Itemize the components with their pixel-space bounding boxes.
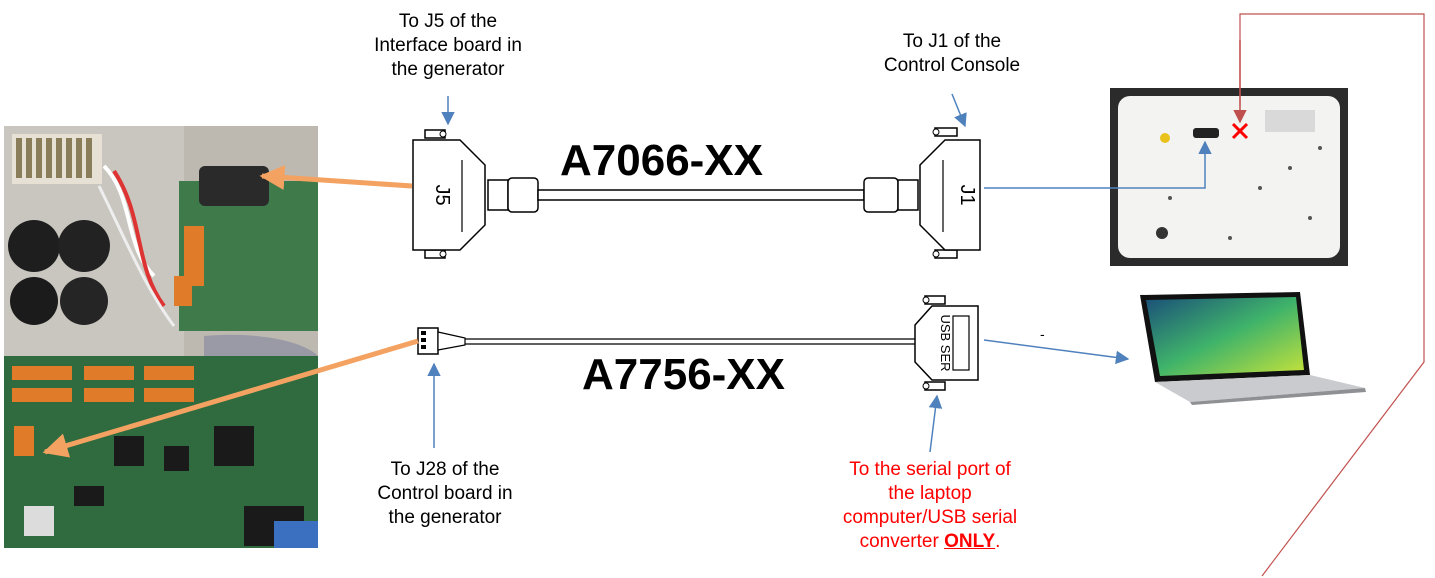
- a7756-cable: [417, 327, 915, 355]
- serial-target-label: To the serial port of the laptop compute…: [795, 458, 1065, 554]
- control-console-illustration: [1110, 88, 1348, 266]
- usb-ser-connector: [914, 295, 979, 391]
- generator-board-photo: [4, 126, 318, 548]
- generator-board-illustration: [4, 126, 318, 548]
- j5-target-label: To J5 of the Interface board in the gene…: [374, 11, 522, 80]
- control-console-photo: [1110, 88, 1348, 266]
- blue-arrow-j1-label: [951, 93, 967, 128]
- a7066-cable: [487, 177, 919, 213]
- j1-target-label: To J1 of the Control Console: [883, 31, 1021, 76]
- orange-arrow-j5: [259, 165, 413, 190]
- j1-connector: [919, 127, 981, 259]
- blue-arrow-laptop: [983, 339, 1130, 365]
- a7066-part-number: A7066-XX: [560, 136, 764, 185]
- only-emphasis: ONLY: [944, 531, 996, 552]
- a7756-part-number: A7756-XX: [582, 350, 786, 399]
- red-line-not-connected: [1239, 13, 1425, 577]
- blue-arrow-console-port: [984, 140, 1212, 189]
- serial-target-last-line: converter ONLY.: [859, 531, 1001, 552]
- red-x-mark: [1231, 122, 1249, 140]
- j5-connector: [412, 129, 486, 259]
- blue-arrow-serial-label: [928, 394, 943, 453]
- laptop-illustration: [1140, 292, 1366, 405]
- j5-connector-label: J5: [431, 184, 453, 205]
- orange-arrow-j28: [42, 338, 419, 458]
- laptop-picture: [1130, 290, 1370, 405]
- j28-target-label: To J28 of the Control board in the gener…: [377, 459, 513, 528]
- usb-ser-connector-label: USB SER: [938, 314, 953, 371]
- stray-dash: -: [1040, 326, 1045, 342]
- j1-connector-label: J1: [956, 184, 978, 205]
